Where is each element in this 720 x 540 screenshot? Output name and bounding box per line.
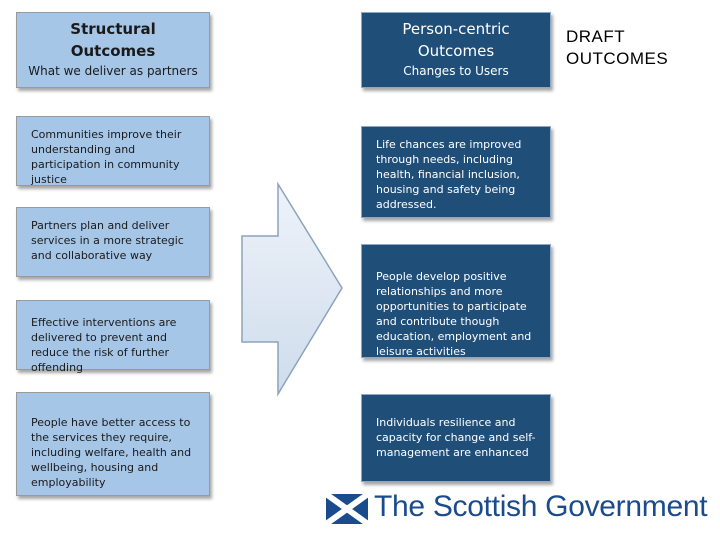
- structural-outcome-box: Partners plan and deliver services in a …: [16, 207, 210, 277]
- structural-outcome-text: Partners plan and deliver services in a …: [31, 219, 184, 262]
- person-centric-outcome-box: People develop positive relationships an…: [361, 244, 551, 358]
- structural-outcomes-subtitle: What we deliver as partners: [28, 64, 198, 78]
- draft-outcomes-label: DRAFT OUTCOMES: [566, 27, 669, 68]
- structural-outcome-box: Communities improve their understanding …: [16, 116, 210, 186]
- scottish-government-logo: The Scottish Government: [326, 490, 708, 528]
- person-centric-outcome-text: Individuals resilience and capacity for …: [376, 416, 536, 459]
- right-arrow-icon: [241, 182, 343, 397]
- scottish-government-logo-text: The Scottish Government: [374, 490, 708, 523]
- structural-outcomes-title: Structural Outcomes: [70, 20, 156, 60]
- person-centric-outcome-box: Life chances are improved through needs,…: [361, 126, 551, 218]
- person-centric-outcome-text: Life chances are improved through needs,…: [376, 138, 522, 211]
- person-centric-outcome-box: Individuals resilience and capacity for …: [361, 394, 551, 482]
- structural-outcome-box: Effective interventions are delivered to…: [16, 300, 210, 374]
- structural-outcomes-header: Structural Outcomes What we deliver as p…: [16, 12, 210, 88]
- person-centric-outcome-text: People develop positive relationships an…: [376, 270, 532, 358]
- structural-outcome-text: Communities improve their understanding …: [31, 128, 182, 186]
- person-centric-outcomes-title: Person-centric Outcomes: [402, 20, 510, 60]
- structural-outcome-text: People have better access to the service…: [31, 416, 192, 489]
- structural-outcome-text: Effective interventions are delivered to…: [31, 316, 177, 374]
- structural-outcome-box: People have better access to the service…: [16, 392, 210, 496]
- person-centric-outcomes-subtitle: Changes to Users: [403, 64, 509, 78]
- person-centric-outcomes-header: Person-centric Outcomes Changes to Users: [361, 12, 551, 88]
- saltire-flag-icon: [326, 494, 368, 524]
